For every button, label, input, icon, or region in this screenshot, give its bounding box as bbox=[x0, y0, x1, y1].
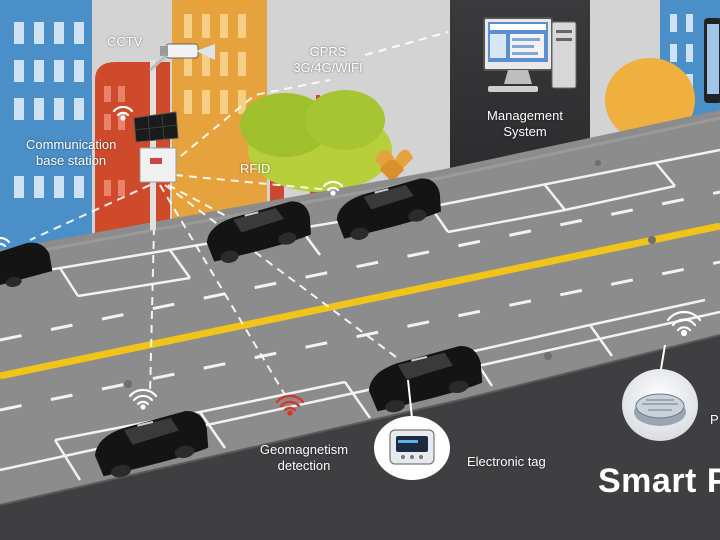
geomagnetism-label-line-2: detection bbox=[277, 458, 331, 473]
car bbox=[0, 242, 53, 290]
cctv-camera-icon bbox=[149, 43, 215, 72]
electronic-tag-icon bbox=[374, 379, 450, 480]
network-label-line-2: 3G/4G/WIFI bbox=[293, 60, 363, 75]
management-system-label: Management System bbox=[470, 108, 580, 140]
network-label: GPRS 3G/4G/WIFI bbox=[278, 44, 378, 76]
car bbox=[94, 411, 209, 478]
car bbox=[336, 178, 441, 240]
center-line bbox=[0, 222, 720, 380]
base-station-label: Communication base station bbox=[26, 137, 116, 169]
lane-dashes bbox=[0, 190, 720, 412]
geomagnetism-label: Geomagnetism detection bbox=[248, 442, 360, 474]
management-label-line-1: Management bbox=[487, 108, 563, 123]
title-fragment: Smart P bbox=[598, 462, 720, 500]
network-label-line-1: GPRS bbox=[309, 44, 347, 59]
base-station-label-line-1: Communication bbox=[26, 137, 117, 152]
communication-base-station bbox=[133, 43, 215, 230]
wifi-signal-icon bbox=[0, 105, 702, 410]
base-station-label-line-2: base station bbox=[36, 153, 107, 168]
data-links bbox=[29, 31, 449, 396]
electronic-tag-label: Electronic tag bbox=[467, 454, 546, 469]
rfid-label: RFID bbox=[240, 161, 271, 176]
solar-panel-icon bbox=[133, 111, 179, 143]
car bbox=[206, 201, 311, 263]
sensor-device-icon bbox=[622, 344, 698, 441]
cctv-label: CCTV bbox=[107, 34, 143, 49]
right-edge-fragment-label: P bbox=[710, 412, 719, 427]
management-label-line-2: System bbox=[503, 124, 547, 139]
sidewalk bbox=[0, 335, 720, 540]
car bbox=[368, 346, 483, 413]
geomagnetism-label-line-1: Geomagnetism bbox=[259, 442, 349, 457]
geomagnetism-sensor-signal-icon bbox=[275, 394, 305, 416]
desktop-computer-icon bbox=[483, 17, 577, 92]
